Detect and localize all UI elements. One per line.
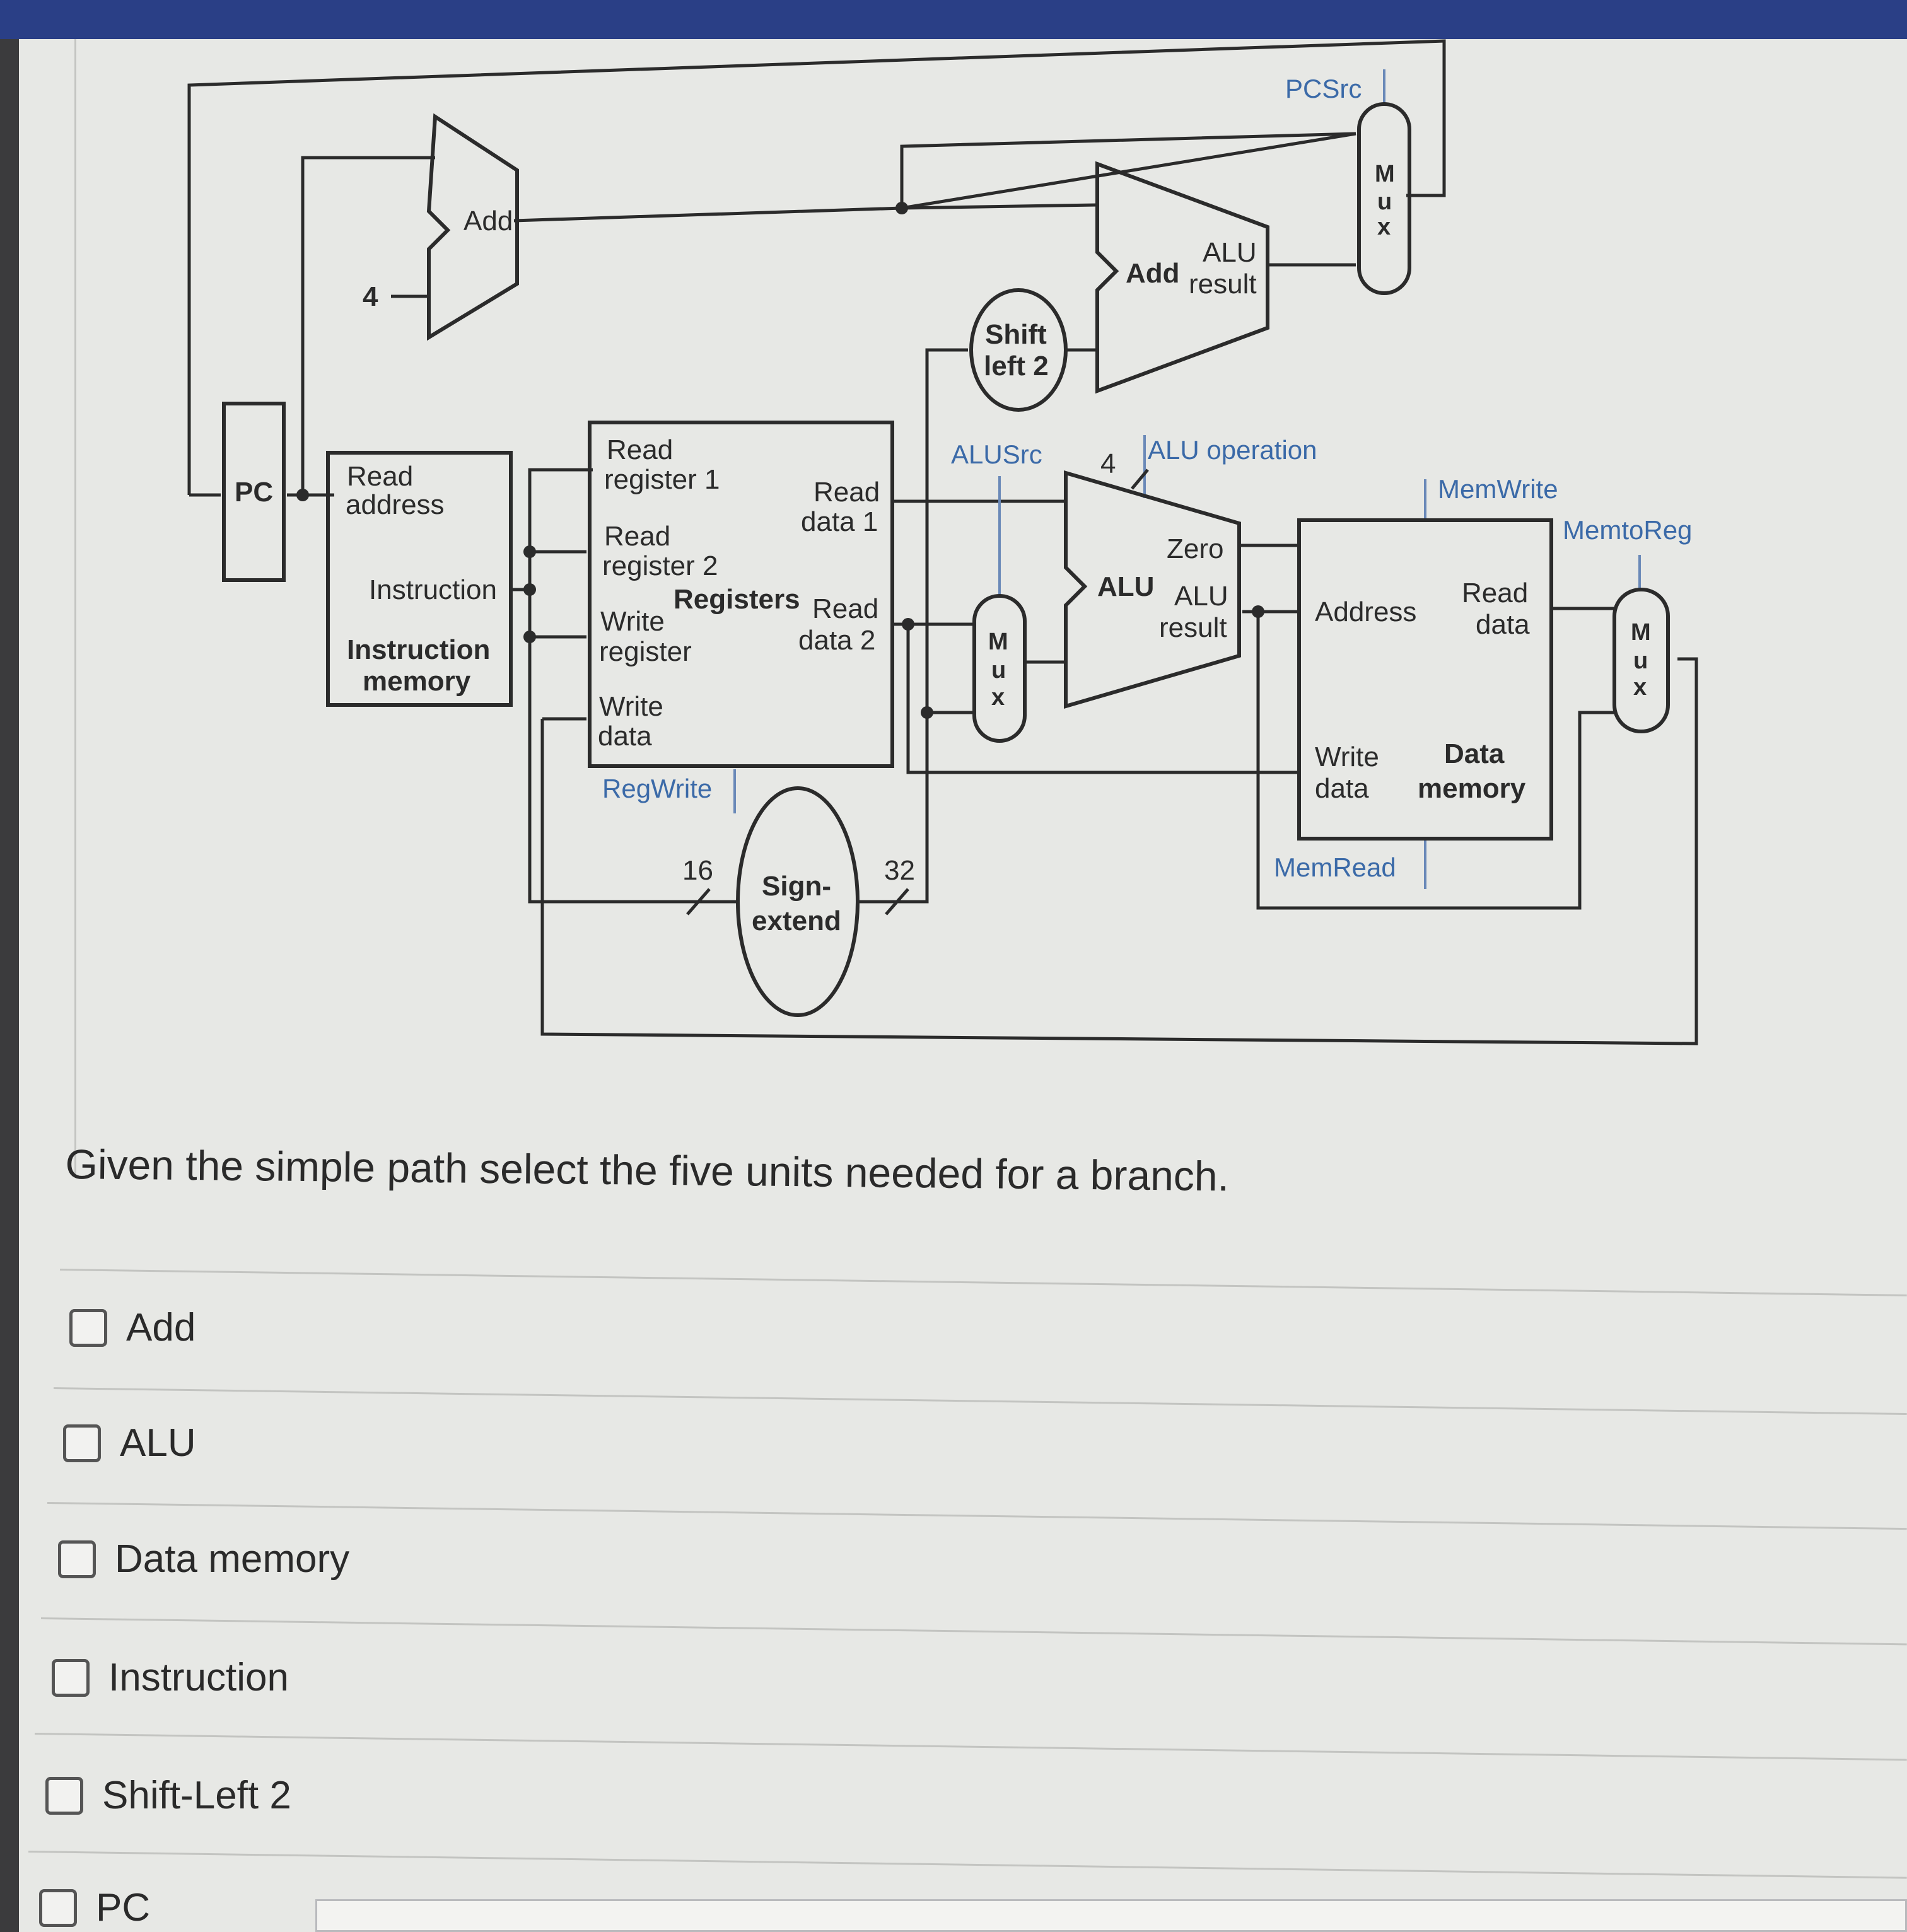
svg-text:ALU: ALU bbox=[1174, 581, 1228, 612]
svg-text:data 2: data 2 bbox=[798, 625, 875, 656]
option-add-label: Add bbox=[126, 1306, 196, 1349]
pcsrc-mux bbox=[1357, 102, 1411, 295]
svg-text:register 2: register 2 bbox=[602, 550, 718, 581]
svg-text:M: M bbox=[1631, 619, 1651, 646]
svg-text:Write: Write bbox=[600, 606, 665, 637]
datapath-diagram: PC Add 4 Read address Instruction Instru… bbox=[187, 39, 1698, 1045]
svg-text:x: x bbox=[991, 684, 1005, 711]
svg-text:x: x bbox=[1633, 674, 1647, 701]
answer-panel-edge bbox=[315, 1899, 1907, 1932]
svg-text:Instruction: Instruction bbox=[369, 574, 497, 605]
option-pc-checkbox[interactable] bbox=[39, 1888, 77, 1927]
option-data-memory-label: Data memory bbox=[115, 1537, 350, 1581]
option-alu-checkbox[interactable] bbox=[63, 1424, 101, 1462]
svg-text:MemRead: MemRead bbox=[1274, 853, 1396, 882]
option-alu-label: ALU bbox=[120, 1421, 196, 1465]
svg-text:data: data bbox=[598, 721, 652, 752]
svg-text:Add: Add bbox=[464, 206, 513, 236]
svg-text:ALUSrc: ALUSrc bbox=[951, 439, 1042, 469]
writeback-wire bbox=[540, 657, 1698, 1045]
svg-text:memory: memory bbox=[1418, 773, 1526, 804]
svg-text:16: 16 bbox=[682, 855, 713, 886]
option-data-memory-checkbox[interactable] bbox=[58, 1540, 96, 1578]
svg-text:address: address bbox=[346, 489, 445, 520]
svg-text:Read: Read bbox=[1462, 578, 1528, 608]
svg-text:Sign-: Sign- bbox=[762, 871, 831, 902]
svg-text:data: data bbox=[1476, 609, 1530, 640]
svg-text:data: data bbox=[1315, 773, 1369, 804]
memtoreg-mux bbox=[1612, 588, 1670, 733]
svg-text:extend: extend bbox=[752, 905, 841, 936]
svg-text:RegWrite: RegWrite bbox=[602, 774, 712, 803]
svg-text:ALU: ALU bbox=[1097, 571, 1154, 602]
svg-text:32: 32 bbox=[884, 855, 915, 886]
svg-text:u: u bbox=[1633, 648, 1648, 674]
option-instruction-label: Instruction bbox=[108, 1656, 289, 1699]
svg-text:Zero: Zero bbox=[1167, 533, 1223, 564]
svg-text:Read: Read bbox=[604, 521, 670, 552]
option-shift-left-2[interactable]: Shift-Left 2 bbox=[45, 1773, 291, 1818]
option-pc-label: PC bbox=[96, 1886, 151, 1929]
sign-extend-block bbox=[736, 786, 860, 1017]
svg-text:M: M bbox=[988, 629, 1008, 655]
option-add-checkbox[interactable] bbox=[69, 1308, 107, 1347]
option-instruction[interactable]: Instruction bbox=[52, 1655, 289, 1700]
instruction-memory-block bbox=[326, 451, 513, 707]
svg-text:u: u bbox=[1377, 189, 1392, 215]
svg-text:register: register bbox=[599, 636, 692, 667]
svg-text:4: 4 bbox=[1100, 448, 1116, 479]
svg-text:result: result bbox=[1189, 269, 1257, 300]
quiz-page bbox=[19, 39, 1907, 1932]
pc-register bbox=[222, 402, 286, 582]
svg-text:Add: Add bbox=[1126, 258, 1180, 289]
svg-text:Write: Write bbox=[599, 691, 663, 722]
option-alu[interactable]: ALU bbox=[63, 1421, 196, 1465]
svg-text:Shift: Shift bbox=[985, 319, 1047, 350]
imm-to-signext-wire bbox=[528, 590, 738, 904]
svg-text:data 1: data 1 bbox=[801, 506, 878, 537]
registers-block bbox=[588, 421, 894, 768]
option-data-memory[interactable]: Data memory bbox=[58, 1537, 349, 1581]
device-bezel bbox=[0, 39, 19, 1932]
svg-text:M: M bbox=[1375, 161, 1395, 187]
svg-text:PCSrc: PCSrc bbox=[1285, 74, 1362, 103]
svg-text:Registers: Registers bbox=[674, 584, 800, 615]
svg-text:ALU operation: ALU operation bbox=[1148, 435, 1317, 465]
option-instruction-checkbox[interactable] bbox=[52, 1658, 90, 1697]
svg-text:Data: Data bbox=[1444, 738, 1505, 769]
option-shift-left-2-label: Shift-Left 2 bbox=[102, 1774, 291, 1817]
svg-text:4: 4 bbox=[363, 281, 378, 312]
svg-text:MemWrite: MemWrite bbox=[1438, 474, 1558, 504]
pc-feedback-wire bbox=[187, 39, 1446, 495]
svg-text:x: x bbox=[1377, 214, 1391, 240]
pc-to-add-wire bbox=[301, 156, 435, 495]
svg-text:Read: Read bbox=[347, 461, 413, 492]
svg-text:ALU: ALU bbox=[1203, 237, 1257, 268]
svg-text:left 2: left 2 bbox=[984, 351, 1049, 381]
pc-adder bbox=[426, 113, 519, 341]
svg-text:register 1: register 1 bbox=[604, 464, 720, 495]
svg-text:Write: Write bbox=[1315, 742, 1379, 772]
svg-text:Read: Read bbox=[814, 477, 880, 508]
data-memory-block bbox=[1297, 518, 1553, 841]
svg-text:Address: Address bbox=[1315, 596, 1416, 627]
alu-block bbox=[1064, 470, 1241, 709]
option-add[interactable]: Add bbox=[69, 1305, 195, 1350]
svg-text:result: result bbox=[1159, 612, 1227, 643]
svg-text:Read: Read bbox=[812, 593, 878, 624]
top-bar bbox=[0, 0, 1907, 39]
svg-text:PC: PC bbox=[235, 477, 273, 508]
option-shift-left-2-checkbox[interactable] bbox=[45, 1776, 83, 1815]
svg-text:memory: memory bbox=[363, 666, 471, 697]
svg-text:Read: Read bbox=[607, 434, 673, 465]
page-margin-rule bbox=[74, 39, 76, 1174]
option-pc[interactable]: PC bbox=[39, 1885, 150, 1930]
svg-text:MemtoReg: MemtoReg bbox=[1563, 515, 1692, 545]
shift-left-2-block bbox=[969, 288, 1068, 412]
alusrc-mux bbox=[972, 594, 1027, 743]
svg-text:u: u bbox=[991, 657, 1006, 684]
svg-text:Instruction: Instruction bbox=[347, 634, 490, 665]
branch-adder bbox=[1095, 161, 1269, 394]
